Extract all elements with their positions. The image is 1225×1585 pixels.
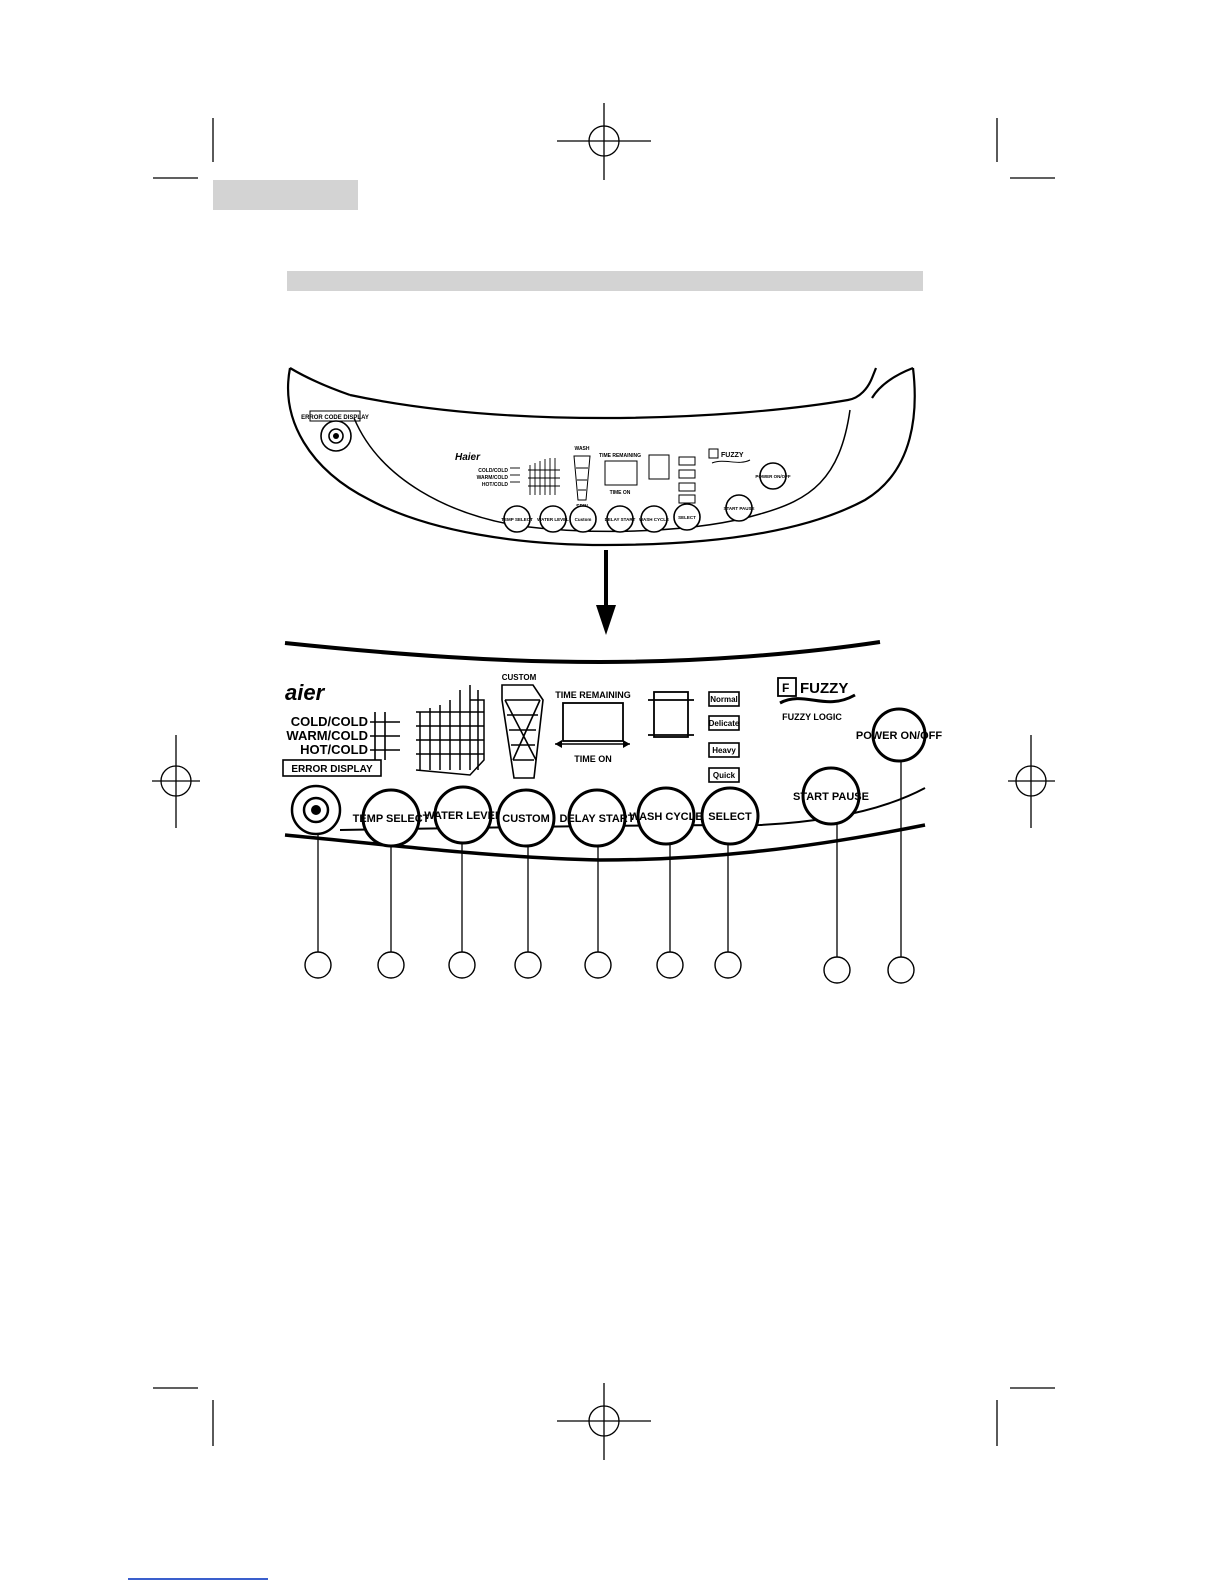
svg-text:START PAUSE: START PAUSE (723, 506, 754, 511)
svg-text:Custom: Custom (575, 517, 592, 522)
brand-logo-small: Haier (455, 452, 481, 463)
time-remaining-display: TIME REMAINING TIME ON (555, 690, 631, 764)
registration-mark-top (557, 103, 651, 180)
buttons-small: TEMP SELECT WATER LEVEL Custom DELAY STA… (501, 462, 791, 533)
callout-6 (656, 951, 684, 979)
temp-select-button[interactable]: TEMP SELECT (353, 788, 430, 848)
error-display-label: ERROR DISPLAY (282, 759, 382, 777)
error-display-label-small: ERROR CODE DISPLAY (301, 415, 369, 421)
start-pause-button[interactable]: START PAUSE (793, 766, 869, 826)
wash-cycle-button[interactable]: WASH CYCLE (629, 786, 703, 846)
svg-text:WATER LEVEL: WATER LEVEL (424, 810, 502, 822)
callout-2 (377, 951, 405, 979)
svg-text:POWER ON/OFF: POWER ON/OFF (856, 730, 942, 742)
svg-text:POWER ON/OFF: POWER ON/OFF (755, 474, 790, 479)
water-level-button[interactable]: WATER LEVEL (424, 785, 502, 845)
time-on-label: TIME ON (574, 754, 612, 764)
temp-label-cold: COLD/COLD (291, 714, 368, 729)
fuzzy-logo-small: FUZZY (708, 448, 751, 464)
time-remaining-small: TIME REMAINING (599, 453, 641, 459)
footer-rule (128, 1578, 268, 1580)
zoom-arrow (596, 550, 616, 635)
time-display-small: TIME REMAINING TIME ON (599, 453, 641, 496)
svg-text:SELECT: SELECT (678, 515, 696, 520)
temp-label-small: HOT/COLD (482, 482, 508, 488)
cycle-label-normal: Normal (710, 695, 738, 704)
time-remaining-label: TIME REMAINING (555, 690, 631, 700)
cycle-display (648, 691, 694, 738)
temp-label-small: WARM/COLD (477, 475, 509, 481)
svg-text:WATER LEVEL: WATER LEVEL (537, 517, 569, 522)
callout-leaders (317, 761, 902, 958)
registration-mark-bottom (557, 1383, 651, 1460)
washer-console-overview (287, 366, 916, 547)
wash-label-small: WASH (575, 446, 590, 452)
callout-3 (448, 951, 476, 979)
fuzzy-logo: F FUZZY FUZZY LOGIC (777, 677, 856, 722)
registration-mark-right (1008, 735, 1055, 828)
svg-text:SELECT: SELECT (708, 811, 752, 823)
registration-mark-left (152, 735, 200, 828)
fuzzy-sub-label: FUZZY LOGIC (782, 712, 842, 722)
power-button[interactable]: POWER ON/OFF (856, 707, 942, 763)
section-title-bar (287, 271, 923, 291)
custom-funnel-indicator: CUSTOM (501, 673, 544, 779)
brand-logo: aier (285, 680, 326, 705)
error-display-knob-small: ERROR CODE DISPLAY (301, 410, 369, 452)
water-level-button-small[interactable]: WATER LEVEL (537, 505, 569, 533)
svg-text:TEMP SELECT: TEMP SELECT (501, 517, 533, 522)
custom-top-label: CUSTOM (502, 673, 537, 682)
buttons-enlarged: TEMP SELECT WATER LEVEL CUSTOM DELAY STA… (353, 707, 942, 848)
temp-select-button-small[interactable]: TEMP SELECT (501, 505, 533, 533)
callout-circles (304, 951, 915, 984)
svg-text:CUSTOM: CUSTOM (502, 813, 549, 825)
section-tab-header (213, 180, 358, 210)
custom-funnel-small: WASH SPIN (573, 446, 591, 510)
callout-8 (823, 956, 851, 984)
custom-button[interactable]: CUSTOM (496, 788, 556, 848)
svg-text:START PAUSE: START PAUSE (793, 791, 869, 803)
time-on-small: TIME ON (610, 490, 631, 496)
error-display-knob[interactable] (290, 784, 342, 836)
svg-text:ERROR DISPLAY: ERROR DISPLAY (291, 764, 373, 775)
select-button-small[interactable]: SELECT (673, 503, 701, 531)
delay-start-button[interactable]: DELAY START (560, 788, 635, 848)
fuzzy-f-icon: F (782, 681, 789, 695)
cycle-display-small (648, 454, 696, 504)
callout-7 (714, 951, 742, 979)
svg-text:WASH CYCLE: WASH CYCLE (639, 517, 669, 522)
fuzzy-label-small: FUZZY (721, 452, 744, 459)
fuzzy-label: FUZZY (800, 680, 848, 697)
temp-label-small: COLD/COLD (478, 468, 508, 474)
custom-button-small[interactable]: Custom (569, 505, 597, 533)
temp-indicator-arrows (370, 712, 400, 760)
callout-5 (584, 951, 612, 979)
delay-start-button-small[interactable]: DELAY START (605, 505, 636, 533)
crop-marks (153, 118, 1055, 1446)
callout-1 (304, 951, 332, 979)
temp-labels: COLD/COLD WARM/COLD HOT/COLD (286, 714, 368, 757)
indicator-bars-small (510, 458, 560, 495)
svg-text:TEMP SELECT: TEMP SELECT (353, 813, 430, 825)
temp-label-warm: WARM/COLD (286, 728, 368, 743)
svg-text:DELAY START: DELAY START (605, 517, 636, 522)
select-button[interactable]: SELECT (700, 786, 760, 846)
temp-labels-small: COLD/COLD WARM/COLD HOT/COLD (477, 468, 509, 488)
svg-text:DELAY START: DELAY START (560, 813, 635, 825)
water-level-indicator-grid (415, 685, 485, 776)
wash-cycle-button-small[interactable]: WASH CYCLE (639, 505, 669, 533)
power-button-small[interactable]: POWER ON/OFF (755, 462, 791, 490)
cycle-label-quick: Quick (713, 771, 736, 780)
start-pause-button-small[interactable]: START PAUSE (723, 494, 755, 522)
callout-9 (887, 956, 915, 984)
cycle-label-delicate: Delicate (709, 719, 740, 728)
callout-4 (514, 951, 542, 979)
cycle-labels: Normal Delicate Heavy Quick (708, 691, 740, 783)
temp-label-hot: HOT/COLD (300, 742, 368, 757)
svg-text:WASH CYCLE: WASH CYCLE (629, 811, 702, 823)
cycle-label-heavy: Heavy (712, 746, 736, 755)
